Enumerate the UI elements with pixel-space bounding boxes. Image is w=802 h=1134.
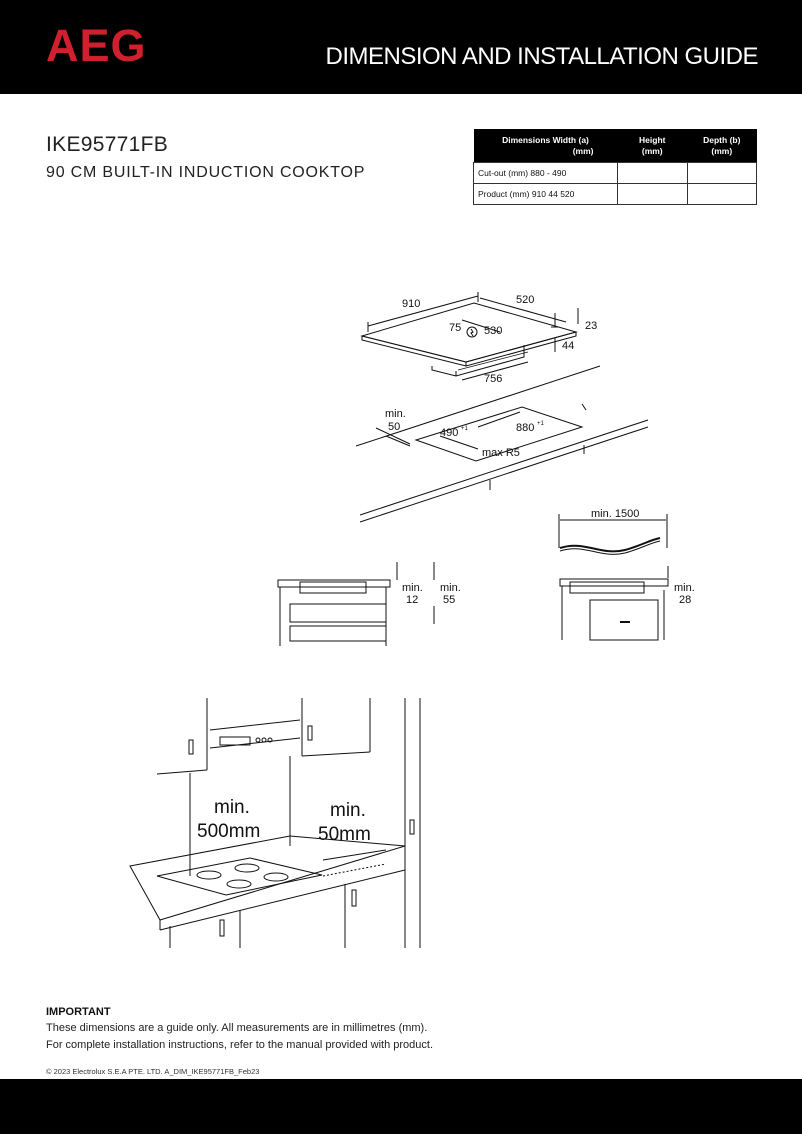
- dimensions-table-header: Dimensions Width (a) (mm) Height (mm) De…: [473, 129, 757, 163]
- kitchen-drawing: [129, 698, 421, 948]
- label-min: min.: [385, 408, 406, 420]
- product-model: IKE95771FB: [46, 133, 169, 156]
- label-cutout-depth-tol: +1: [461, 426, 469, 432]
- label-depth: 520: [516, 294, 534, 306]
- label-min-vertical: min.: [214, 797, 250, 818]
- label-radius: max R5: [482, 447, 520, 459]
- table-cell: Product (mm) 910 44 520: [473, 183, 618, 205]
- label-min-a-value: 12: [406, 594, 418, 606]
- brand-logo: AEG: [46, 20, 147, 71]
- label-min-side-value: 50mm: [318, 824, 371, 845]
- label-thickness-top: 23: [585, 320, 597, 332]
- header-width-unit: (mm): [572, 145, 594, 156]
- label-cutout-width-tol: +1: [537, 421, 545, 427]
- label-thickness-bottom: 44: [562, 340, 574, 352]
- header-depth-unit: (mm): [711, 145, 733, 156]
- section-right-drawing: [559, 566, 669, 641]
- guide-title: DIMENSION AND INSTALLATION GUIDE: [325, 43, 758, 70]
- header-height: Height (mm): [617, 129, 688, 163]
- cable-drawing: [558, 514, 668, 555]
- label-min-c-value: 28: [679, 594, 691, 606]
- important-line-2: For complete installation instructions, …: [46, 1039, 434, 1051]
- label-offset: 75: [449, 322, 461, 334]
- label-min-b: min.: [440, 582, 461, 594]
- copyright: © 2023 Electrolux S.E.A PTE. LTD. A_DIM_…: [46, 1067, 260, 1076]
- footer-bar: [0, 1079, 802, 1134]
- label-cutout-width: 880: [516, 422, 534, 434]
- label-min-c: min.: [674, 582, 695, 594]
- header-height-unit: (mm): [641, 145, 663, 156]
- cooktop-product-drawing: [360, 292, 579, 381]
- dimensions-table: Dimensions Width (a) (mm) Height (mm) De…: [473, 129, 758, 205]
- important-line-1: These dimensions are a guide only. All m…: [46, 1022, 428, 1034]
- label-min-edge: 50: [388, 421, 400, 433]
- product-description: 90 CM BUILT-IN INDUCTION COOKTOP: [46, 164, 366, 181]
- label-min-a: min.: [402, 582, 423, 594]
- label-cable-length: min. 1500: [591, 508, 639, 520]
- label-min-vertical-value: 500mm: [197, 821, 260, 842]
- section-left-drawing: [277, 562, 435, 646]
- label-box-width: 756: [484, 373, 502, 385]
- label-inner-depth: 530: [484, 325, 502, 337]
- label-min-side: min.: [330, 800, 366, 821]
- table-cell: [686, 183, 758, 205]
- header-depth: Depth (b) (mm): [687, 129, 757, 163]
- header-dimensions-width: Dimensions Width (a) (mm): [473, 129, 618, 163]
- header-height-label: Height: [639, 134, 666, 145]
- label-min-b-value: 55: [443, 594, 455, 606]
- label-cutout-depth: 490: [440, 427, 458, 439]
- header-dimensions-width-label: Dimensions Width (a): [502, 134, 589, 145]
- table-row: Product (mm) 910 44 520: [473, 183, 758, 205]
- label-width: 910: [402, 298, 420, 310]
- cutout-drawing: [355, 365, 649, 523]
- header-depth-label: Depth (b): [703, 134, 741, 145]
- header-bar: AEG DIMENSION AND INSTALLATION GUIDE: [0, 0, 802, 94]
- important-title: IMPORTANT: [46, 1006, 111, 1018]
